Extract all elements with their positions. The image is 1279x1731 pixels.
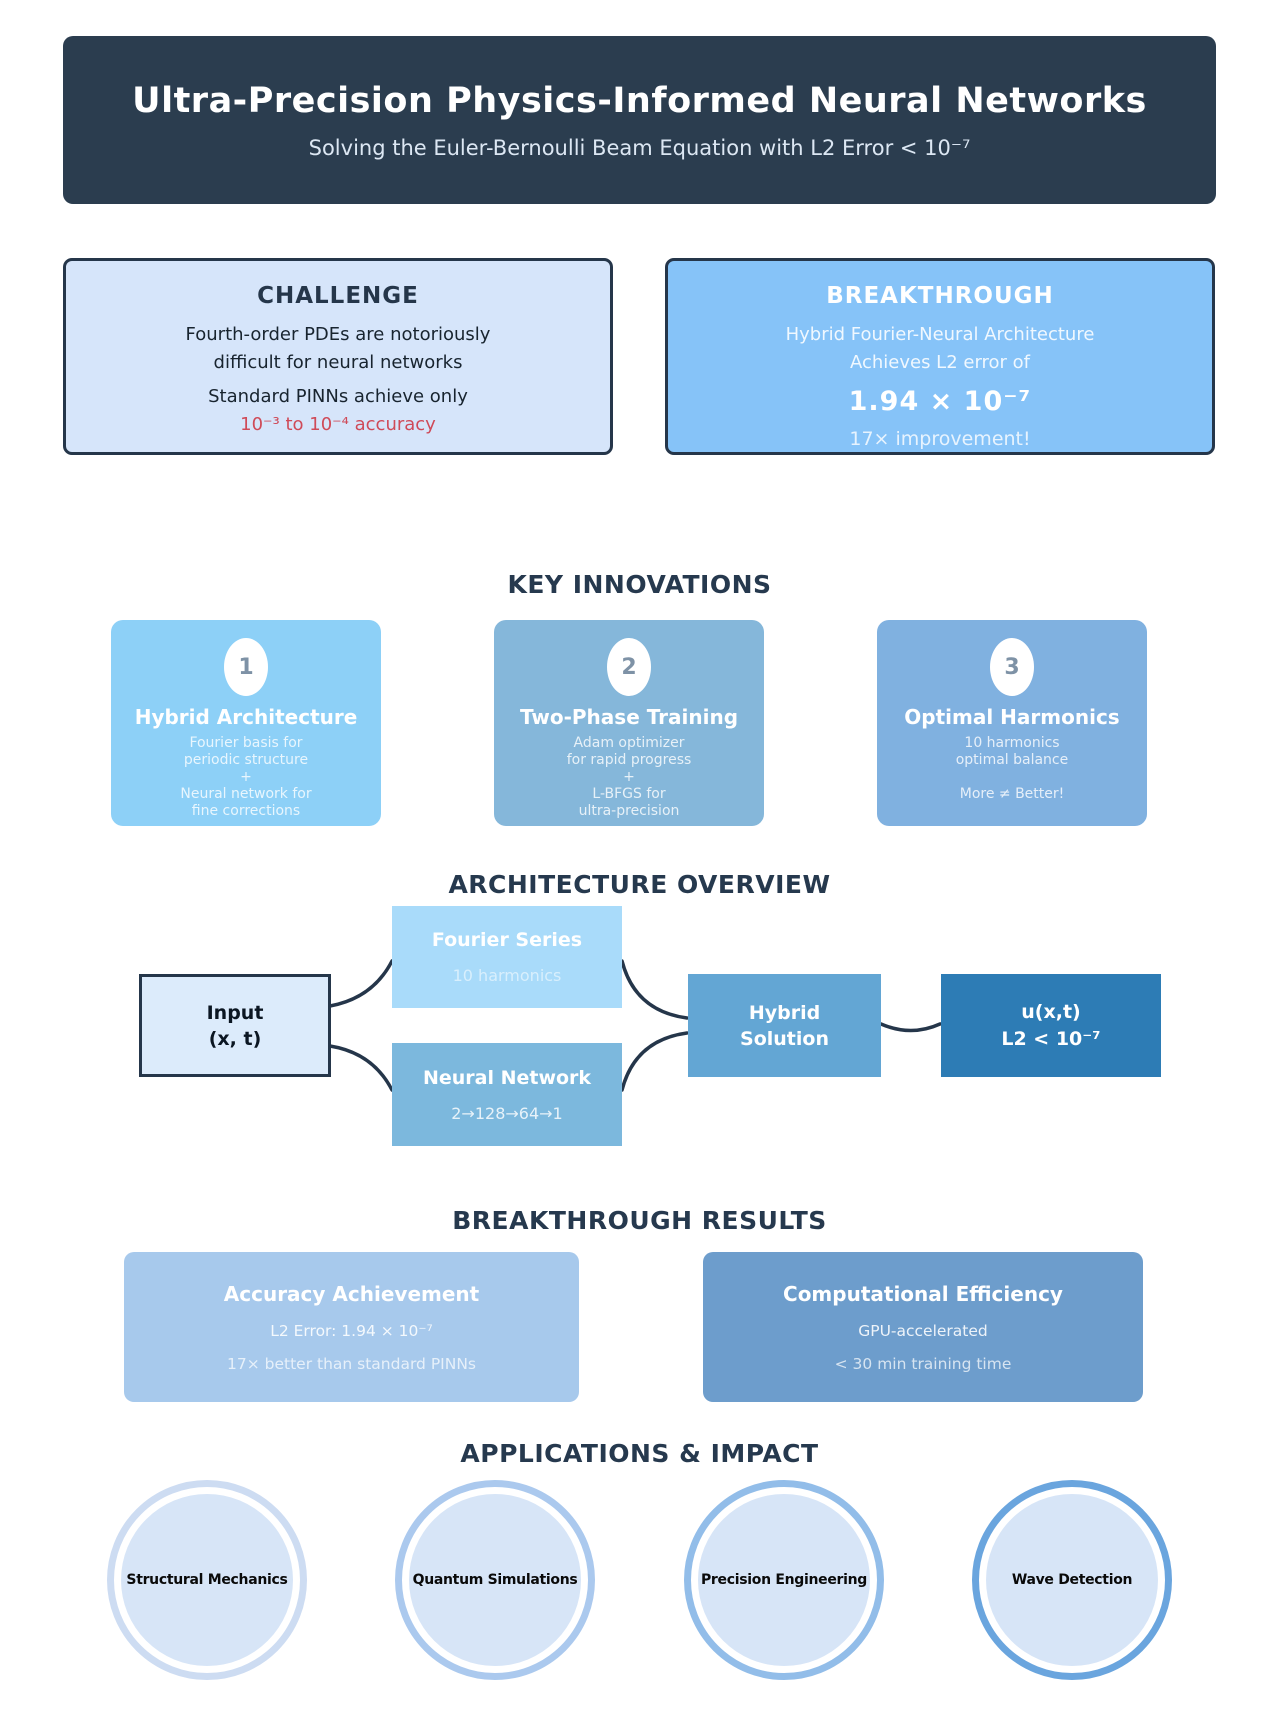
innovation-card-optimal-harmonics: 3 Optimal Harmonics 10 harmonics optimal… [877,620,1147,826]
challenge-accuracy-highlight: 10⁻³ to 10⁻⁴ accuracy [240,414,436,435]
innovation-number: 1 [238,654,254,680]
challenge-text: Fourth-order PDEs are notoriously diffic… [66,321,610,377]
fourier-title: Fourier Series [431,929,583,951]
challenge-text-2: Standard PINNs achieve only 10⁻³ to 10⁻⁴… [66,383,610,439]
section-heading-applications-impact: APPLICATIONS & IMPACT [460,1439,819,1468]
architecture-diagram: Input (x, t) Fourier Series 10 harmonics… [63,906,1216,1166]
challenge-line-2: difficult for neural networks [213,352,463,373]
output-label-line-2: L2 < 10⁻⁷ [1001,1027,1101,1050]
breakthrough-line-1: Hybrid Fourier-Neural Architecture [785,324,1095,345]
innovation-number-badge: 2 [607,638,651,696]
output-label-line-1: u(x,t) [1021,1000,1081,1023]
page-title: Ultra-Precision Physics-Informed Neural … [132,80,1147,121]
header-banner: Ultra-Precision Physics-Informed Neural … [63,36,1216,204]
challenge-title: CHALLENGE [257,283,419,309]
neural-network-layers: 2→128→64→1 [451,1103,563,1123]
page-subtitle: Solving the Euler-Bernoulli Beam Equatio… [308,135,971,160]
application-circle-precision-engineering: Precision Engineering [684,1480,884,1680]
fourier-subtitle: 10 harmonics [452,966,562,985]
result-line: < 30 min training time [834,1355,1012,1373]
innovation-line: 10 harmonics [964,735,1060,751]
innovation-title: Hybrid Architecture [134,705,358,729]
neural-network-title: Neural Network [422,1066,592,1089]
challenge-line-3: Standard PINNs achieve only [208,386,468,407]
application-circle-quantum-simulations: Quantum Simulations [395,1480,595,1680]
innovation-title: Optimal Harmonics [904,705,1120,729]
breakthrough-title: BREAKTHROUGH [826,283,1054,309]
innovation-number: 3 [1004,654,1020,680]
innovation-line: + [240,769,252,785]
application-label: Quantum Simulations [412,1572,578,1588]
hybrid-label-line-1: Hybrid [748,1001,821,1024]
application-circle-structural-mechanics: Structural Mechanics [107,1480,307,1680]
diagram-fourier-series-node: Fourier Series 10 harmonics [392,906,622,1008]
result-title: Computational Efficiency [783,1282,1063,1306]
application-circle-fill: Precision Engineering [698,1494,870,1666]
hybrid-label-line-2: Solution [740,1027,829,1050]
innovation-number-badge: 1 [224,638,268,696]
innovation-number-badge: 3 [990,638,1034,696]
result-card-efficiency: Computational Efficiency GPU-accelerated… [703,1252,1143,1402]
result-card-accuracy: Accuracy Achievement L2 Error: 1.94 × 10… [124,1252,579,1402]
diagram-hybrid-solution-node: Hybrid Solution [688,974,881,1077]
application-circle-fill: Quantum Simulations [409,1494,581,1666]
application-label: Precision Engineering [700,1572,868,1588]
innovation-line: Fourier basis for [189,735,303,751]
innovation-number: 2 [621,654,637,680]
connector-lines [328,959,942,1092]
application-label: Structural Mechanics [126,1572,288,1588]
innovation-line: fine corrections [191,803,301,819]
result-line: GPU-accelerated [858,1322,988,1340]
innovation-card-hybrid-architecture: 1 Hybrid Architecture Fourier basis for … [111,620,381,826]
input-label-line-1: Input [206,1001,264,1024]
innovation-line: ultra-precision [578,803,680,819]
innovation-title: Two-Phase Training [519,705,739,729]
innovation-line: Adam optimizer [573,735,685,751]
diagram-neural-network-node: Neural Network 2→128→64→1 [392,1043,622,1146]
breakthrough-improvement: 17× improvement! [849,428,1031,450]
breakthrough-text: Hybrid Fourier-Neural Architecture Achie… [668,321,1212,377]
result-line: L2 Error: 1.94 × 10⁻⁷ [270,1322,433,1340]
innovation-body: Adam optimizer for rapid progress + L-BF… [494,735,764,820]
innovation-card-two-phase-training: 2 Two-Phase Training Adam optimizer for … [494,620,764,826]
innovation-line: L-BFGS for [592,786,666,802]
innovation-line [877,769,1147,786]
diagram-input-node: Input (x, t) [139,974,331,1077]
section-heading-breakthrough-results: BREAKTHROUGH RESULTS [452,1206,827,1235]
application-circle-fill: Wave Detection [986,1494,1158,1666]
application-circle-wave-detection: Wave Detection [972,1480,1172,1680]
breakthrough-error-value: 1.94 × 10⁻⁷ [848,386,1032,417]
application-label: Wave Detection [1011,1572,1133,1588]
innovation-body: Fourier basis for periodic structure + N… [111,735,381,820]
breakthrough-line-2: Achieves L2 error of [849,352,1031,373]
result-title: Accuracy Achievement [223,1282,480,1306]
result-line: 17× better than standard PINNs [226,1355,476,1373]
challenge-card: CHALLENGE Fourth-order PDEs are notoriou… [63,258,613,455]
section-heading-architecture-overview: ARCHITECTURE OVERVIEW [448,870,831,899]
innovation-line: Neural network for [180,786,312,802]
section-heading-key-innovations: KEY INNOVATIONS [507,570,772,599]
breakthrough-card: BREAKTHROUGH Hybrid Fourier-Neural Archi… [665,258,1215,455]
challenge-line-1: Fourth-order PDEs are notoriously [185,324,491,345]
innovation-line: periodic structure [183,752,309,768]
application-circle-fill: Structural Mechanics [121,1494,293,1666]
input-label-line-2: (x, t) [208,1027,262,1050]
diagram-output-node: u(x,t) L2 < 10⁻⁷ [941,974,1161,1077]
innovation-line: + [623,769,635,785]
innovation-body: 10 harmonics optimal balance More ≠ Bett… [877,735,1147,803]
innovation-line: for rapid progress [566,752,692,768]
innovation-line: optimal balance [955,752,1069,768]
innovation-line: More ≠ Better! [959,786,1065,802]
